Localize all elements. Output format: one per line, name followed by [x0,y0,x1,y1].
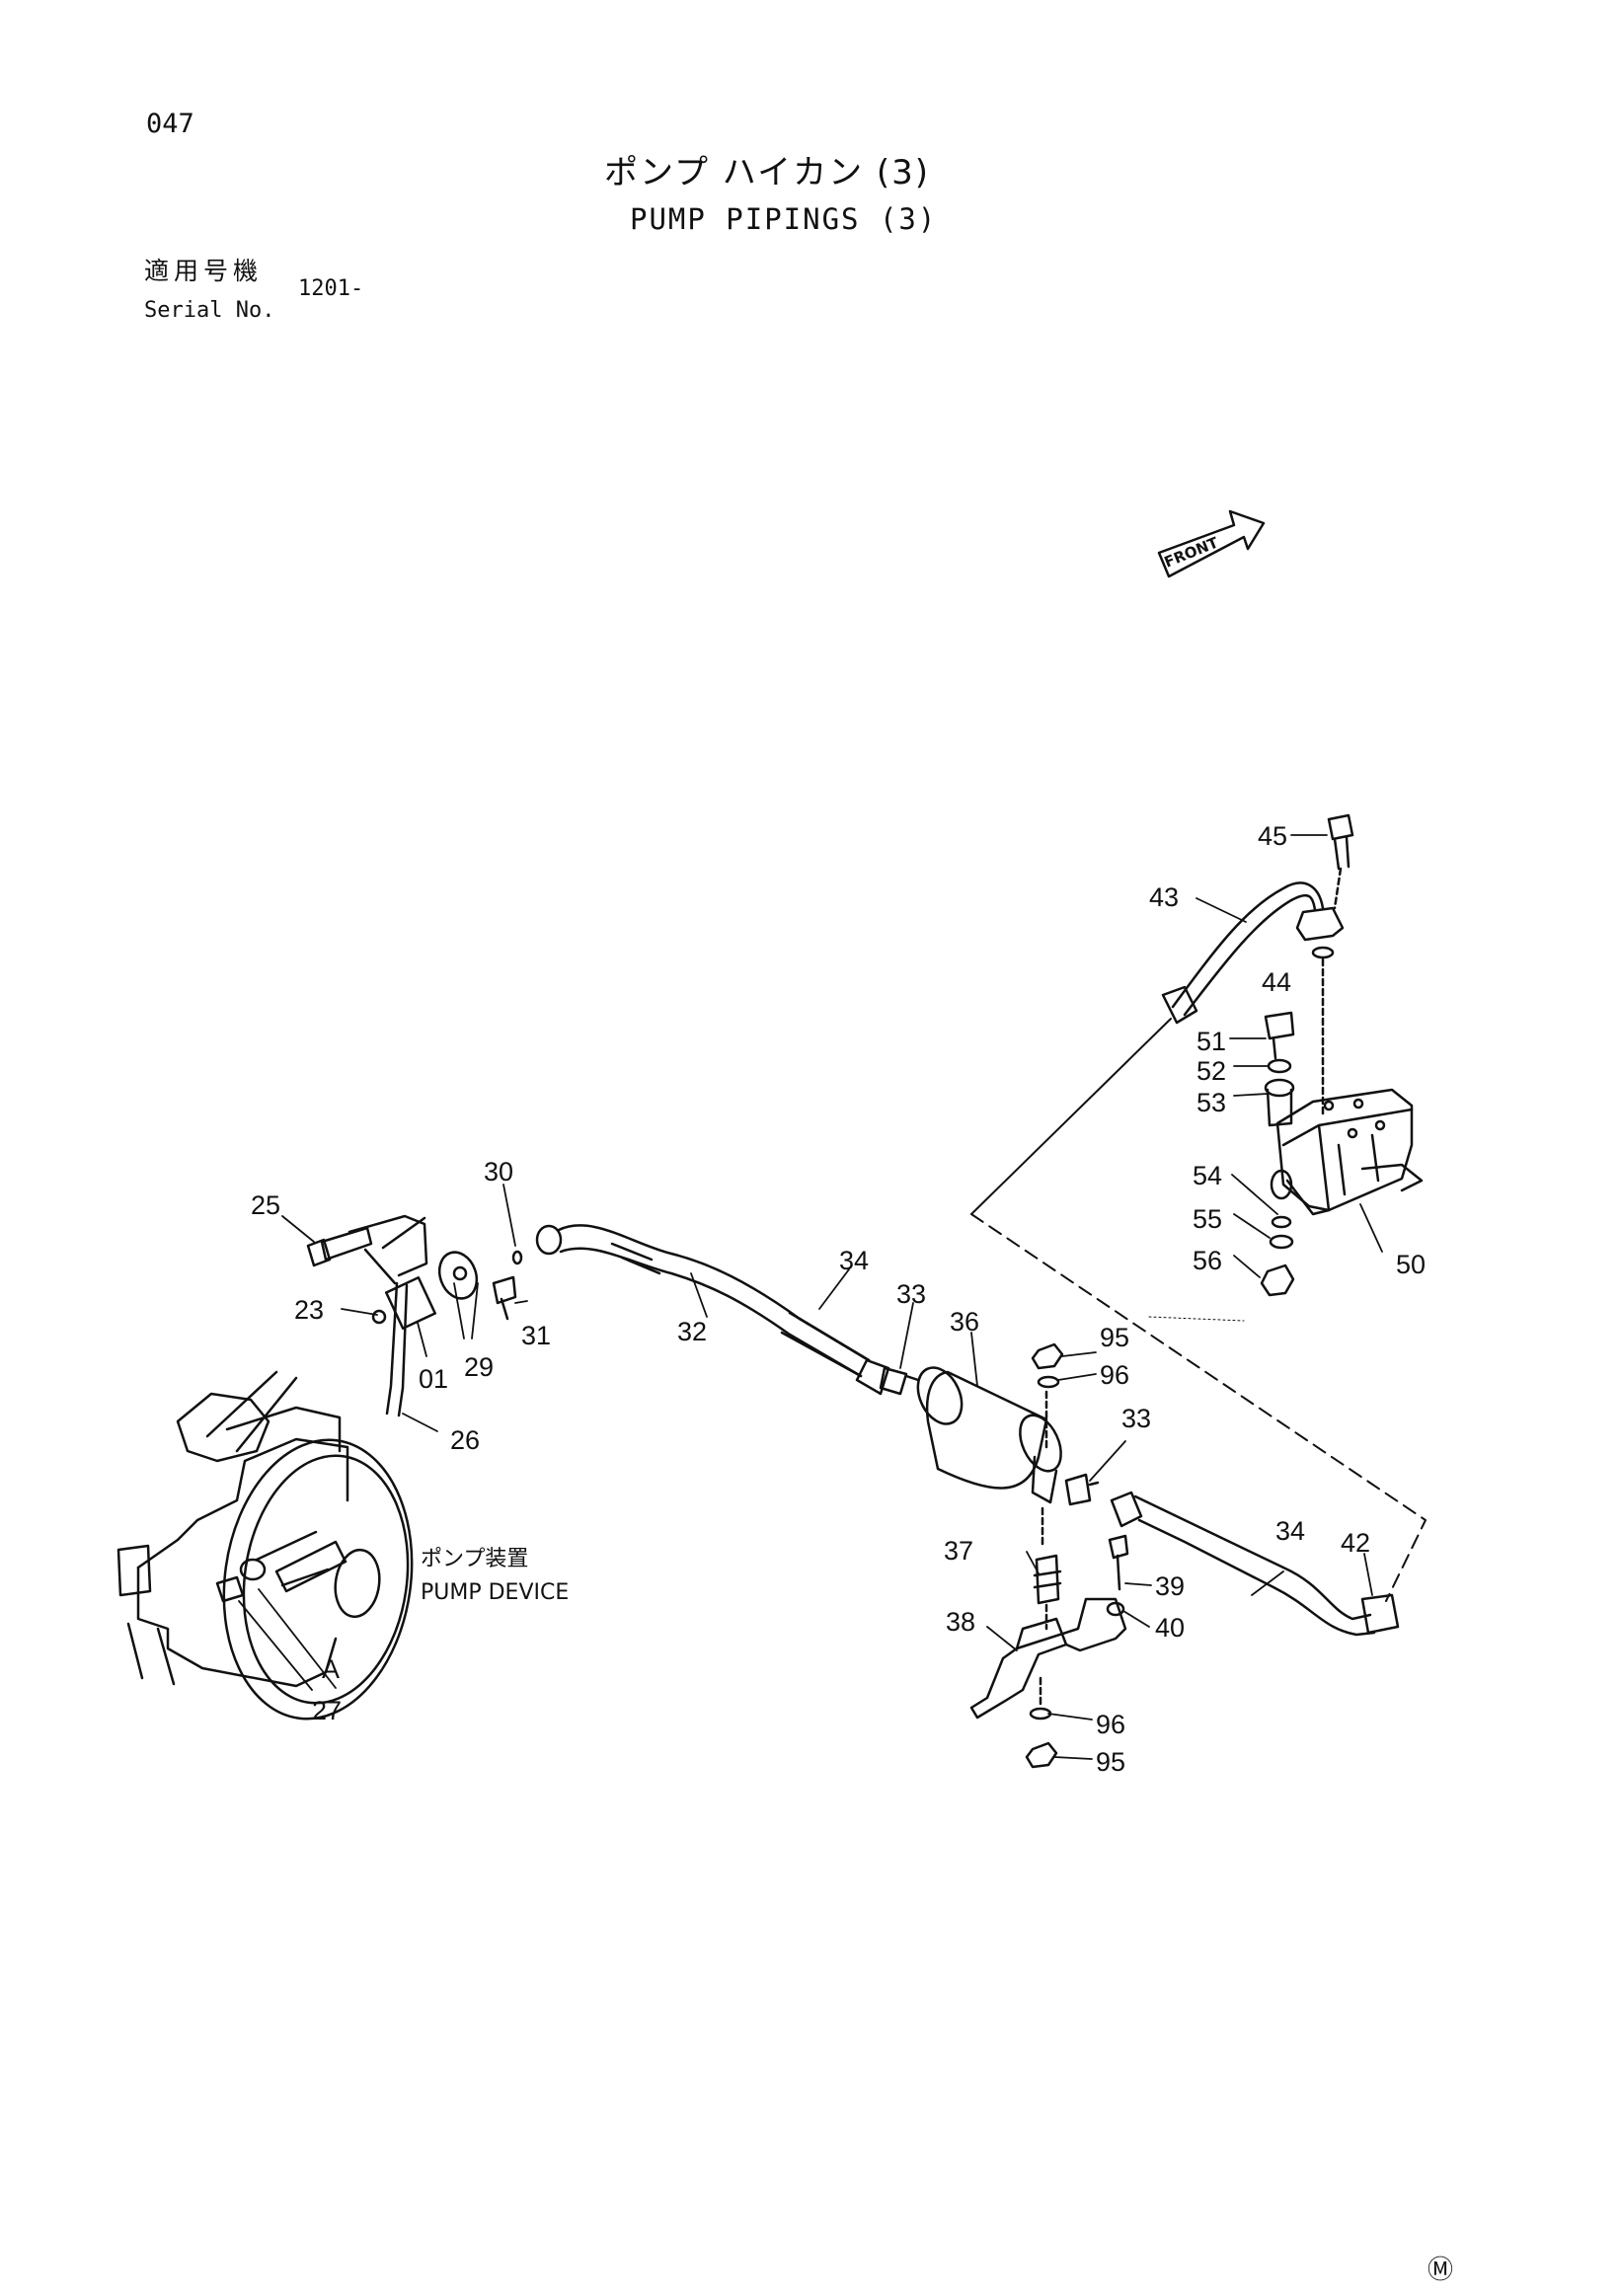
serial-label-japanese: 適用号機 [144,257,264,285]
view-marker-a: A [322,1654,340,1684]
callout-37: 37 [944,1536,973,1566]
serial-value: 1201- [298,276,364,301]
bracket-38 [969,1597,1127,1720]
callout-95-top: 95 [1100,1323,1129,1352]
callout-39: 39 [1155,1571,1185,1601]
leader-lines [238,834,1383,1760]
callout-54: 54 [1193,1161,1222,1190]
fastener-stack-filter [1025,1342,1064,1769]
maintenance-mark-icon: Ⓜ [1427,2256,1454,2285]
callout-51: 51 [1196,1027,1226,1056]
callout-55: 55 [1193,1204,1222,1234]
pipe-43 [1161,881,1345,1025]
front-arrow-icon: FRONT [1157,509,1266,578]
callout-26: 26 [450,1425,480,1455]
hose-32 [535,1224,890,1396]
callout-50: 50 [1396,1250,1426,1279]
callout-32: 32 [677,1317,707,1346]
serial-label-english: Serial No. [144,298,275,323]
callout-labels: 25 23 01 26 27 29 30 31 32 34 33 36 95 9… [251,821,1426,1777]
hose-34-right [1110,1491,1400,1637]
callout-34-right: 34 [1275,1516,1305,1546]
valve-block-50 [1260,1088,1424,1297]
flow-lines [970,1018,1427,1602]
callout-31: 31 [521,1321,551,1350]
fitting-33-right [1064,1473,1100,1506]
callout-33-right: 33 [1121,1404,1151,1433]
bolt-39 [1106,1534,1129,1617]
callout-95-bottom: 95 [1096,1747,1125,1777]
callout-33-left: 33 [896,1279,926,1309]
callout-23: 23 [294,1295,324,1325]
callout-01: 01 [419,1364,448,1394]
fastener-stack-block [1264,1011,1295,1127]
callout-43: 43 [1149,882,1179,912]
callout-44: 44 [1262,967,1291,997]
callout-53: 53 [1196,1088,1226,1117]
callout-38: 38 [946,1607,975,1637]
page-number: 047 [146,109,194,139]
bolt-45 [1311,813,1354,1117]
callout-45: 45 [1258,821,1287,851]
callout-96-bottom: 96 [1096,1710,1125,1739]
pump-device [116,1370,414,1721]
callout-36: 36 [950,1307,979,1337]
page-title-japanese: ポンプ ハイカン (3) [604,153,931,192]
callout-29: 29 [464,1352,494,1382]
callout-42: 42 [1341,1528,1370,1558]
callout-25: 25 [251,1190,280,1220]
callout-40: 40 [1155,1613,1185,1643]
fitting-group-pump [215,1214,523,1603]
pump-device-label-en: PUMP DEVICE [421,1580,569,1605]
callout-30: 30 [484,1157,513,1186]
filter-36 [879,1366,1062,1504]
page-title-english: PUMP PIPINGS (3) [630,202,938,236]
callout-96-top: 96 [1100,1360,1129,1390]
callout-56: 56 [1193,1246,1222,1275]
pump-device-label-jp: ポンプ装置 [421,1547,528,1571]
callout-34-left: 34 [839,1246,869,1275]
callout-52: 52 [1196,1056,1226,1086]
callout-27: 27 [312,1696,342,1725]
